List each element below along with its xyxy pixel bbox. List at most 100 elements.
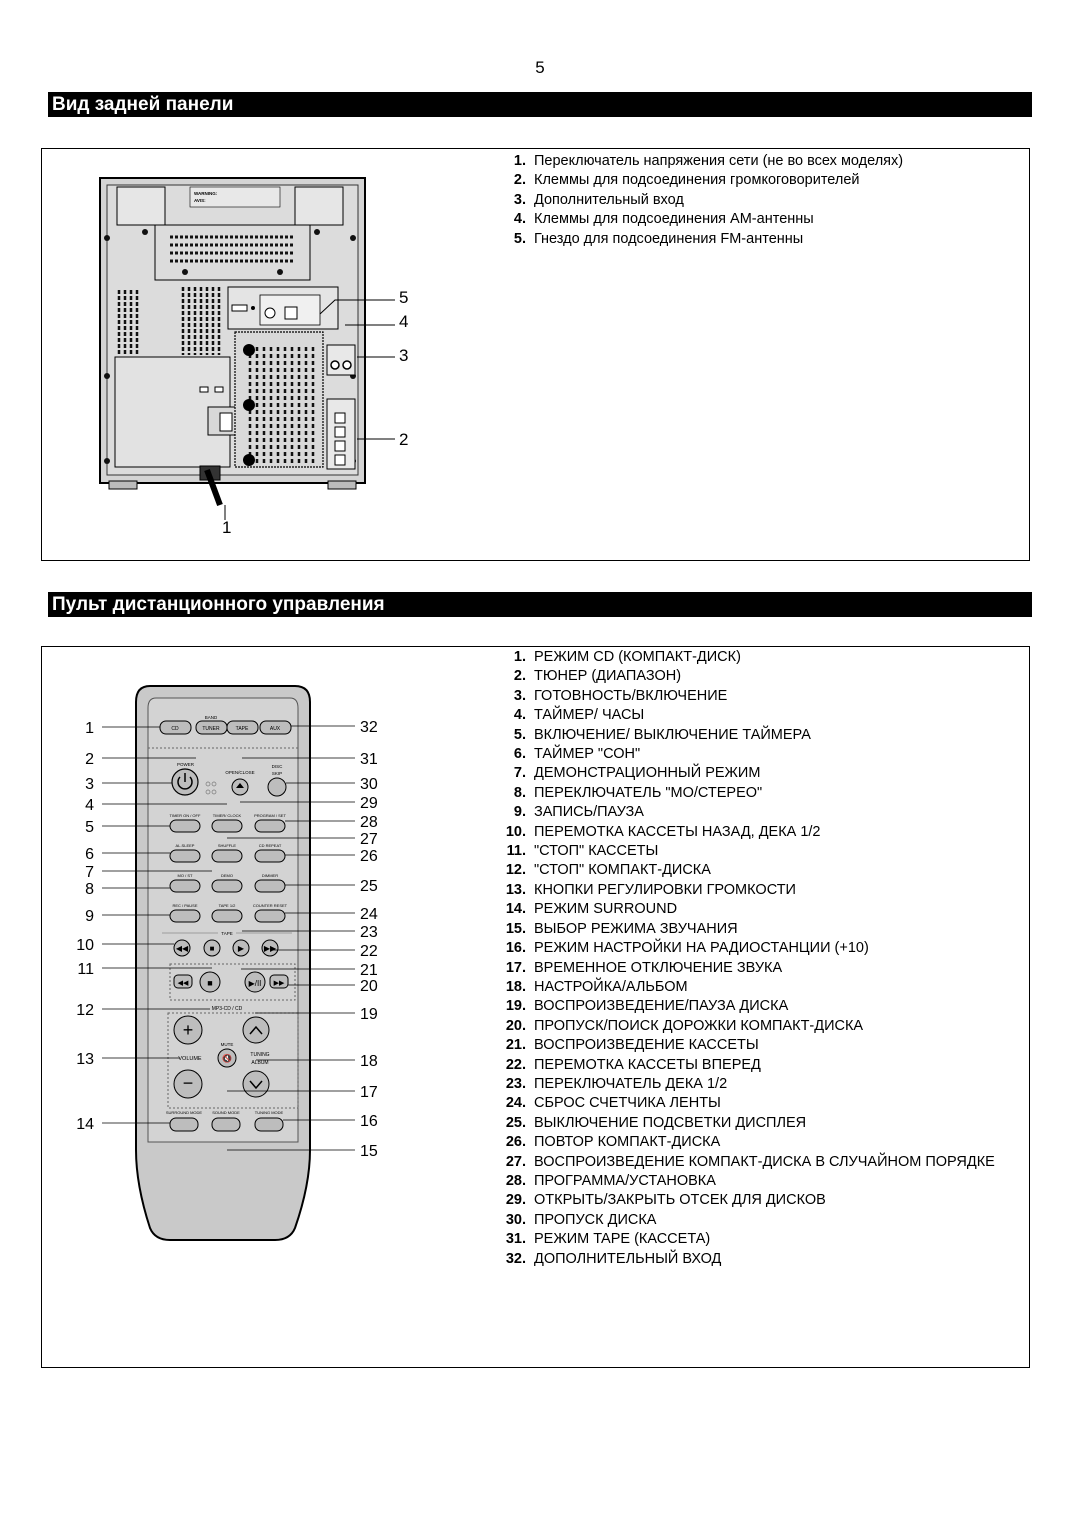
dimmer-button[interactable] (254, 879, 286, 893)
program-set-label: PROGRAM / SET (254, 813, 286, 818)
album-label: ALBUM (251, 1060, 268, 1066)
callout-left-1: 1 (85, 720, 94, 737)
mute-icon: 🔇 (222, 1053, 232, 1063)
cd-label: CD (171, 726, 179, 732)
callout-right-16: 16 (360, 1113, 378, 1130)
list-item: 29.ОТКРЫТЬ/ЗАКРЫТЬ ОТСЕК ДЛЯ ДИСКОВ (505, 1192, 826, 1209)
list-item: 24.СБРОС СЧЕТЧИКА ЛЕНТЫ (505, 1095, 721, 1112)
play-icon: ▶ (238, 944, 245, 953)
list-item: 31.РЕЖИМ TAPE (КАССЕТА) (505, 1231, 711, 1248)
list-item: 32.ДОПОЛНИТЕЛЬНЫЙ ВХОД (505, 1250, 722, 1267)
list-item: 28.ПРОГРАММА/УСТАНОВКА (505, 1172, 716, 1189)
surround-mode-label: SURROUND MODE (166, 1110, 203, 1115)
list-item: 20.ПРОПУСК/ПОИСК ДОРОЖКИ КОМПАКТ-ДИСКА (505, 1017, 864, 1034)
tape12-button[interactable] (211, 909, 243, 923)
callout-right-26: 26 (360, 848, 378, 865)
list-item: 3.ГОТОВНОСТЬ/ВКЛЮЧЕНИЕ (513, 687, 728, 704)
callout-right-21: 21 (360, 962, 378, 979)
mo-st-button[interactable] (169, 879, 201, 893)
timer-clock-label: TIMER/ CLOCK (213, 813, 242, 818)
mo-st-label: MO / ST (178, 873, 193, 878)
callout-right-23: 23 (360, 924, 378, 941)
callout-left-13: 13 (76, 1051, 94, 1068)
volume-down-icon: − (183, 1073, 194, 1093)
list-item: 8.ПЕРЕКЛЮЧАТЕЛЬ "МО/СТЕРЕО" (513, 784, 763, 801)
open-close-label: OPEN/CLOSE (225, 770, 254, 775)
cd-stop-icon: ■ (207, 978, 212, 988)
disc-label: DISC (272, 764, 284, 769)
callout-4: 4 (399, 312, 408, 331)
fast-forward-icon: ▶▶ (264, 944, 277, 953)
list-item: 15.ВЫБОР РЕЖИМА ЗВУЧАНИЯ (505, 920, 738, 937)
list-item: 18.НАСТРОЙКА/АЛЬБОМ (505, 978, 688, 995)
aux-label: AUX (270, 726, 281, 732)
callout-right-30: 30 (360, 776, 378, 793)
sleep-label: AL.SLEEP (176, 843, 195, 848)
callout-right-20: 20 (360, 978, 378, 995)
callout-right-27: 27 (360, 831, 378, 848)
remote-frame: 1.РЕЖИМ CD (КОМПАКТ-ДИСК) 2.ТЮНЕР (ДИАПАЗ… (41, 646, 1030, 1368)
list-item: 1.РЕЖИМ CD (КОМПАКТ-ДИСК) (513, 649, 741, 665)
stop-icon: ■ (210, 944, 215, 953)
band-label: BAND (205, 715, 218, 720)
callout-2: 2 (399, 430, 408, 449)
list-item: 2.ТЮНЕР (ДИАПАЗОН) (513, 668, 682, 685)
list-item: 6.ТАЙМЕР "СОН" (513, 746, 641, 763)
list-item: 14.РЕЖИМ SURROUND (505, 901, 678, 918)
page-number: 5 (535, 58, 545, 77)
list-item: 5.ВКЛЮЧЕНИЕ/ ВЫКЛЮЧЕНИЕ ТАЙМЕРА (513, 726, 811, 743)
program-set-button[interactable] (254, 819, 286, 833)
callout-right-17: 17 (360, 1084, 378, 1101)
list-item: 2.Клеммы для подсоединения громкоговорит… (513, 172, 860, 189)
cd-play-pause-icon: ▶/II (249, 979, 262, 988)
rear-panel-frame: 1.Переключатель напряжения сети (не во в… (41, 148, 1030, 561)
rec-pause-label: REC / PAUSE (172, 903, 197, 908)
warning-label-line2: AVIS: (194, 198, 206, 203)
callout-left-8: 8 (85, 881, 94, 898)
callout-right-15: 15 (360, 1143, 378, 1160)
timer-onoff-button[interactable] (169, 819, 201, 833)
list-item: 4.Клеммы для подсоединения AM-антенны (513, 211, 814, 228)
tuning-label: TUNING (250, 1052, 269, 1058)
volume-label: VOLUME (178, 1056, 202, 1062)
list-item: 26.ПОВТОР КОМПАКТ-ДИСКА (505, 1134, 721, 1151)
shuffle-button[interactable] (211, 849, 243, 863)
list-item: 13.КНОПКИ РЕГУЛИРОВКИ ГРОМКОСТИ (505, 881, 796, 898)
demo-button[interactable] (211, 879, 243, 893)
counter-reset-button[interactable] (254, 909, 286, 923)
list-item: 17.ВРЕМЕННОЕ ОТКЛЮЧЕНИЕ ЗВУКА (505, 959, 783, 976)
next-track-icon: ▶▶ (274, 980, 285, 987)
list-item: 23.ПЕРЕКЛЮЧАТЕЛЬ ДЕКА 1/2 (505, 1075, 728, 1092)
callout-left-9: 9 (85, 908, 94, 925)
list-item: 19.ВОСПРОИЗВЕДЕНИЕ/ПАУЗА ДИСКА (505, 998, 789, 1015)
list-item: 12."СТОП" КОМПАКТ-ДИСКА (505, 862, 711, 879)
callout-left-4: 4 (85, 797, 94, 814)
callout-right-25: 25 (360, 878, 378, 895)
power-label: POWER (177, 762, 195, 767)
demo-label: DEMO (221, 873, 233, 878)
callout-left-10: 10 (76, 937, 94, 954)
rec-pause-button[interactable] (169, 909, 201, 923)
rear-panel-legend: 1.Переключатель напряжения сети (не во в… (500, 152, 1020, 249)
cd-repeat-button[interactable] (254, 849, 286, 863)
callout-left-2: 2 (85, 751, 94, 768)
tuner-label: TUNER (202, 726, 220, 732)
mute-label: MUTE (221, 1042, 234, 1047)
timer-clock-button[interactable] (211, 819, 243, 833)
sleep-button[interactable] (169, 849, 201, 863)
callout-right-19: 19 (360, 1006, 378, 1023)
rear-panel-heading: Вид задней панели (48, 92, 1032, 117)
list-item: 27.ВОСПРОИЗВЕДЕНИЕ КОМПАКТ-ДИСКА В СЛУЧА… (505, 1153, 995, 1170)
remote-heading: Пульт дистанционного управления (48, 592, 1032, 617)
rear-panel-illustration: WARNING: AVIS: (99, 177, 408, 537)
callout-left-12: 12 (76, 1002, 94, 1019)
callout-right-24: 24 (360, 906, 378, 923)
remote-legend: 1.РЕЖИМ CD (КОМПАКТ-ДИСК) 2.ТЮНЕР (ДИАПАЗ… (500, 648, 1020, 1269)
callout-left-11: 11 (77, 961, 94, 978)
list-item: 11."СТОП" КАССЕТЫ (506, 843, 659, 860)
callout-right-28: 28 (360, 814, 378, 831)
callout-5: 5 (399, 288, 408, 307)
callout-left-5: 5 (85, 819, 94, 836)
list-item: 10.ПЕРЕМОТКА КАССЕТЫ НАЗАД, ДЕКА 1/2 (505, 823, 821, 840)
volume-up-icon: + (183, 1020, 194, 1040)
